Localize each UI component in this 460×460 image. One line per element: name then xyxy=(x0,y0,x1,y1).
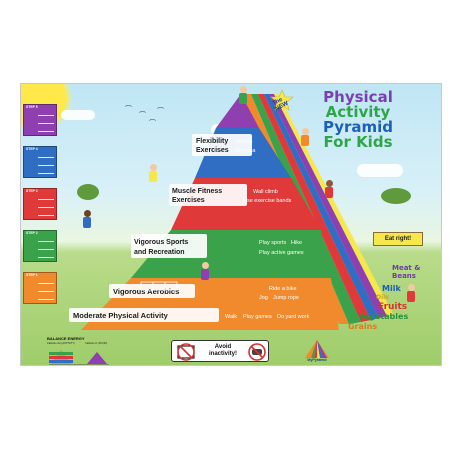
step-number: STEP 5 xyxy=(26,105,38,109)
activity-pyramid-poster: ⌒ ⌒ ⌒ ⌒ Flexibility Exercises Stretch Do… xyxy=(20,83,442,366)
tier-activity: Jump rope xyxy=(273,295,299,301)
tree-icon xyxy=(381,188,411,204)
eat-right-text: Eat right! xyxy=(384,236,412,242)
cloud xyxy=(357,164,403,177)
pyramid-side-stripe xyxy=(269,94,387,318)
tier-label: and Recreation xyxy=(134,249,185,256)
food-group-label: Grains xyxy=(348,322,378,331)
tier-activity: Wall climb xyxy=(253,189,278,195)
step-card: STEP 1 xyxy=(23,272,57,304)
step-card: STEP 3 xyxy=(23,188,57,220)
pyramid-side-stripe xyxy=(258,94,371,322)
step-ladder: STEP 5 STEP 4 STEP 3 STEP 2 STEP 1 xyxy=(21,104,61,314)
food-group-label: Vegetables xyxy=(358,312,409,321)
tier-label: Moderate Physical Activity xyxy=(73,311,169,320)
pyramid-side-stripe xyxy=(264,94,379,320)
tree-icon xyxy=(77,184,99,200)
tier-label-band xyxy=(69,308,219,322)
bird-icon: ⌒ xyxy=(139,111,146,119)
food-group-label: Oils xyxy=(376,294,389,301)
tier-activity: Jog xyxy=(259,295,268,301)
mypyramid-label: MyPyramid xyxy=(307,358,327,362)
step-number: STEP 1 xyxy=(26,273,38,277)
hopscotch-grid xyxy=(140,281,178,291)
step-number: STEP 3 xyxy=(26,189,38,193)
tier-label: Muscle Fitness xyxy=(172,188,222,195)
food-group-label: Meat & Beans xyxy=(392,264,421,280)
tier-label-band xyxy=(109,284,195,298)
eat-right-sign: Eat right! xyxy=(373,232,423,246)
tier-activity: Hike xyxy=(291,240,302,246)
title-line: Activity xyxy=(325,103,391,121)
tier-label: Vigorous Sports xyxy=(134,239,188,246)
bird-icon: ⌒ xyxy=(125,105,132,113)
tier-activity: Play active games xyxy=(259,250,304,256)
pyramid-side-stripe xyxy=(274,94,393,316)
tier-activity: Stretch xyxy=(235,139,252,145)
step-number: STEP 2 xyxy=(26,231,38,235)
tier-activity: Do yoga xyxy=(235,148,256,154)
tier-activity: Walk xyxy=(225,314,237,320)
no-tv-icon xyxy=(177,343,195,361)
balance-caption: Calories out (ACTIVITY) xyxy=(47,342,75,345)
star-icon xyxy=(270,89,294,111)
step-card: STEP 2 xyxy=(23,230,57,262)
pyramid-tier-1 xyxy=(216,94,259,128)
title-line: Pyramid xyxy=(322,118,394,136)
no-video-game-icon xyxy=(248,343,266,361)
food-group-list: Meat & Beans Milk Oils Fruits Vegetables… xyxy=(336,264,436,344)
step-card: STEP 4 xyxy=(23,146,57,178)
tier-label: Vigorous Aerobics xyxy=(113,287,179,296)
tier-label-band xyxy=(131,234,207,258)
mypyramid-icon xyxy=(305,340,329,358)
bird-icon: ⌒ xyxy=(149,119,156,127)
cloud xyxy=(61,110,95,120)
tier-label: Exercises xyxy=(172,197,205,204)
tier-activity: Ride a bike xyxy=(269,286,297,292)
step-card: STEP 5 xyxy=(23,104,57,136)
food-group-label: Fruits xyxy=(378,302,408,312)
bird-icon: ⌒ xyxy=(157,107,164,115)
food-group-label: Milk xyxy=(382,284,401,293)
tier-activity: Do yard work xyxy=(277,314,310,320)
activity-pyramid: Flexibility Exercises Stretch Do yoga Mu… xyxy=(69,94,393,330)
tier-label: Flexibility xyxy=(196,138,228,145)
balance-scale-icon xyxy=(49,350,109,365)
balance-title: BALANCE ENERGY xyxy=(47,336,85,341)
tier-label-band xyxy=(192,134,252,156)
step-number: STEP 4 xyxy=(26,147,38,151)
poster-title: Physical Activity Pyramid For Kids xyxy=(283,90,433,150)
tier-label-band xyxy=(169,184,247,206)
tier-activity: Play games xyxy=(243,314,272,320)
title-line: Physical xyxy=(323,88,393,106)
balance-energy-panel: BALANCE ENERGY Calories out (ACTIVITY) C… xyxy=(47,336,119,365)
title-line: For Kids xyxy=(323,133,393,151)
avoid-inactivity-text: Avoid inactivity! xyxy=(208,344,237,357)
tier-label: Exercises xyxy=(196,147,229,154)
tier-activity: Use exercise bands xyxy=(243,198,292,204)
tier-activity: Play sports xyxy=(259,240,286,246)
avoid-inactivity-sign: Avoid inactivity! xyxy=(171,340,269,362)
new-badge: The NEW xyxy=(269,89,295,112)
mypyramid-logo: MyPyramid xyxy=(303,338,331,365)
balance-caption: Calories in (FOOD) xyxy=(85,342,108,345)
